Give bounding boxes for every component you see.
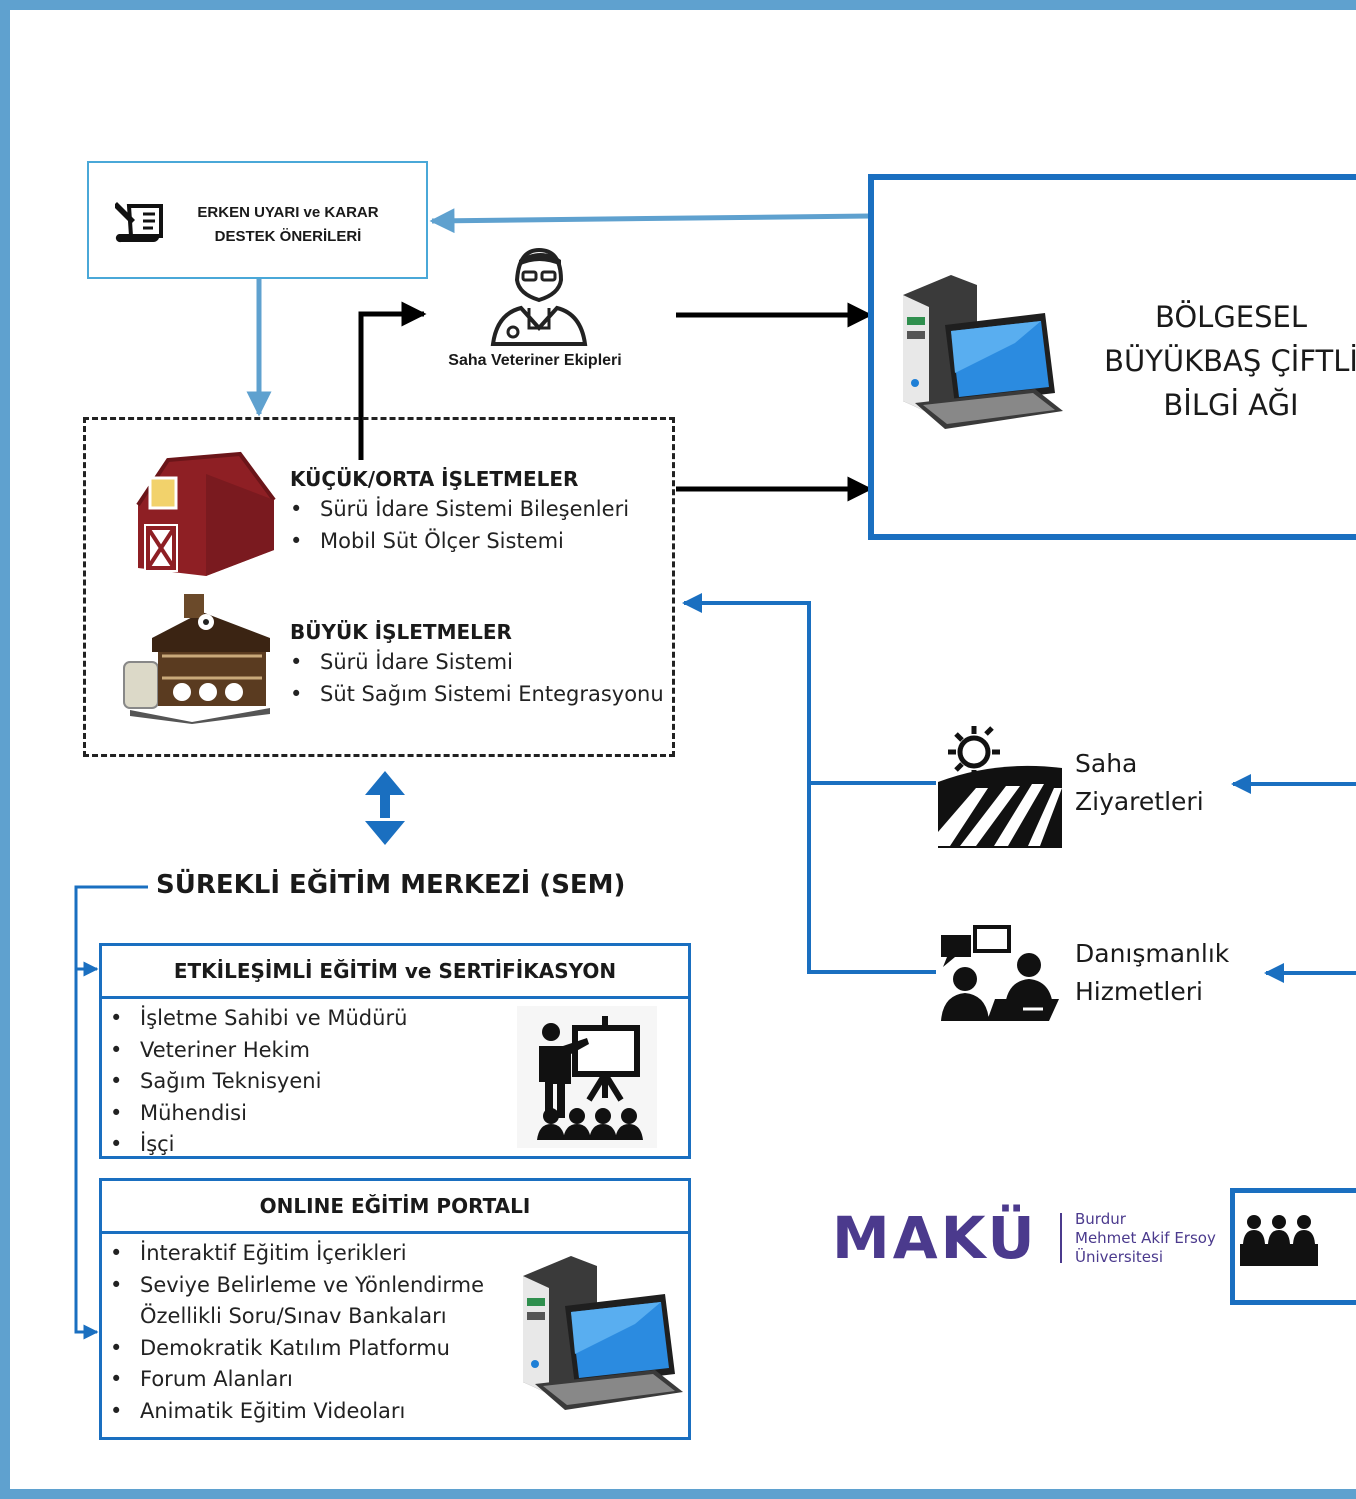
maku-logo: MAKÜ <box>832 1204 1038 1272</box>
connector-consult <box>807 783 936 974</box>
panel-list: İşletme Sahibi ve Müdürü Veteriner Hekim… <box>102 999 688 1161</box>
doctor-icon <box>487 246 591 350</box>
panel-list: İnteraktif Eğitim İçerikleri Seviye Beli… <box>102 1234 688 1427</box>
network-title: BÖLGESEL BÜYÜKBAŞ ÇİFTLİ BİLGİ AĞI <box>1104 300 1356 422</box>
field-sun-icon <box>936 722 1066 854</box>
barn-icon <box>130 450 278 584</box>
vet-label: Saha Veteriner Ekipleri <box>448 352 622 369</box>
logo-separator <box>1060 1213 1062 1263</box>
farms-box <box>83 417 675 757</box>
alert-title: ERKEN UYARI ve KARAR DESTEK ÖNERİLERİ <box>197 204 379 245</box>
list-item: Mühendisi <box>110 1098 688 1130</box>
consultation-icon <box>937 925 1061 1025</box>
meeting-icon <box>1240 1210 1318 1274</box>
list-item: Sürü İdare Sistemi Bileşenleri <box>290 494 629 526</box>
large-farm-title: BÜYÜK İŞLETMELER <box>290 620 512 644</box>
list-item: Veteriner Hekim <box>110 1035 688 1067</box>
large-farm-list: Sürü İdare Sistemi Süt Sağım Sistemi Ent… <box>290 647 664 710</box>
list-item: Seviye Belirleme ve Yönlendirme <box>110 1270 688 1302</box>
list-item: Mobil Süt Ölçer Sistemi <box>290 526 629 558</box>
meeting-box <box>1230 1188 1356 1305</box>
list-item: Animatik Eğitim Videoları <box>110 1396 688 1428</box>
field-visits-label: Saha Ziyaretleri <box>1075 749 1204 816</box>
arrow-network-to-alert <box>429 208 871 234</box>
small-farm-list: Sürü İdare Sistemi Bileşenleri Mobil Süt… <box>290 494 629 557</box>
presentation-icon <box>517 1006 657 1148</box>
computer-icon <box>514 1254 686 1418</box>
list-item: Sürü İdare Sistemi <box>290 647 664 679</box>
arrow-farms-to-vet <box>358 301 427 460</box>
list-item: İşletme Sahibi ve Müdürü <box>110 1003 688 1035</box>
sem-bracket <box>74 885 148 1340</box>
sem-title: SÜREKLİ EĞİTİM MERKEZİ (SEM) <box>156 870 626 900</box>
list-item: İnteraktif Eğitim İçerikleri <box>110 1238 688 1270</box>
list-item: Demokratik Katılım Platformu <box>110 1333 688 1365</box>
list-item: Özellikli Soru/Sınav Bankaları <box>140 1304 447 1328</box>
list-item: İşçi <box>110 1129 688 1161</box>
list-item: Forum Alanları <box>110 1364 688 1396</box>
consulting-services-label: Danışmanlık Hizmetleri <box>1075 939 1230 1006</box>
small-farm-title: KÜÇÜK/ORTA İŞLETMELER <box>290 467 579 491</box>
computer-icon <box>895 273 1065 437</box>
document-pen-icon <box>113 198 171 250</box>
arrow-services-to-farms <box>682 593 936 785</box>
double-arrow <box>365 771 405 845</box>
dairy-farm-icon <box>122 592 272 728</box>
panel-title: ETKİLEŞİMLİ EĞİTİM ve SERTİFİKASYON <box>102 946 688 999</box>
panel-title: ONLINE EĞİTİM PORTALI <box>102 1181 688 1234</box>
logo-subtitle: Burdur Mehmet Akif Ersoy Üniversitesi <box>1075 1210 1216 1266</box>
network-box <box>868 174 1356 540</box>
list-item: Sağım Teknisyeni <box>110 1066 688 1098</box>
list-item: Süt Sağım Sistemi Entegrasyonu <box>290 679 664 711</box>
